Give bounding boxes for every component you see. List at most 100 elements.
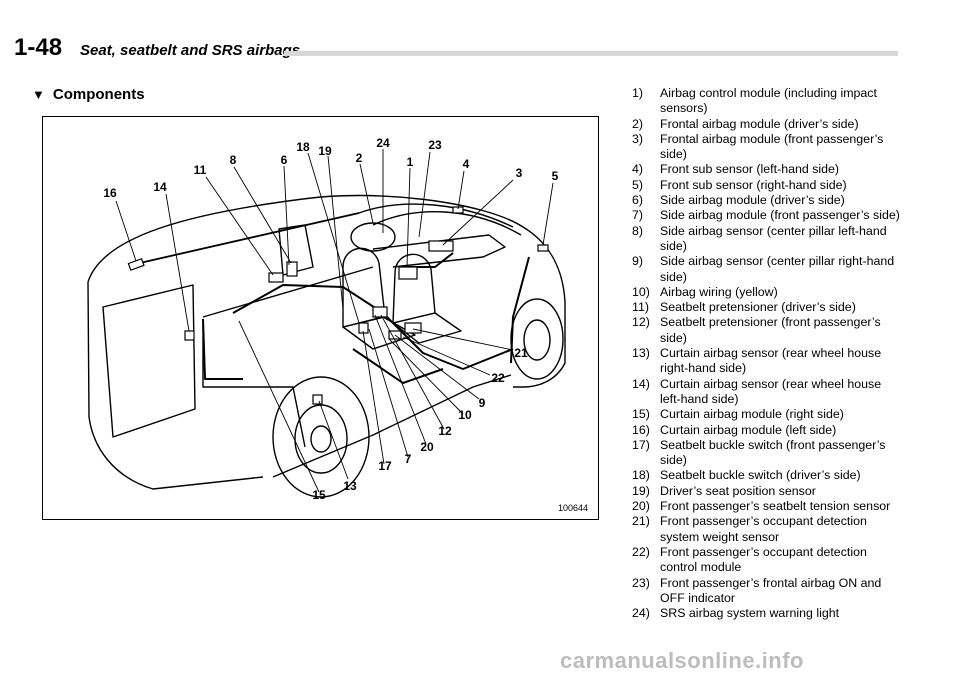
legend-number: 1): [632, 86, 644, 100]
section-title: Seat, seatbelt and SRS airbags: [80, 42, 301, 59]
legend-text: Driver’s seat position sensor: [660, 483, 816, 498]
callout-8: 8: [229, 153, 237, 167]
legend-number: 24): [632, 606, 650, 621]
legend-number: 10): [632, 284, 650, 299]
legend-number: 21): [632, 514, 650, 529]
legend-text: Front passenger’s frontal airbag ON and …: [660, 575, 882, 605]
legend-item: 21) Front passenger’s occupant detection …: [632, 514, 902, 545]
legend-number: 5): [632, 177, 644, 192]
page-header: 1-48 Seat, seatbelt and SRS airbags: [14, 34, 898, 70]
legend-text: Side airbag module (front passenger’s si…: [660, 208, 900, 223]
legend-text: SRS airbag system warning light: [660, 606, 840, 621]
callout-14: 14: [153, 180, 167, 194]
legend-item: 17)Seatbelt buckle switch (front passeng…: [632, 438, 902, 469]
callout-16: 16: [103, 186, 117, 200]
legend-item: 14) Curtain airbag sensor (rear wheel hou…: [632, 377, 902, 408]
legend-item: 11)Seatbelt pretensioner (driver’s side): [632, 300, 902, 315]
vehicle-illustration: [87, 149, 566, 498]
legend-text: Curtain airbag module (left side): [660, 422, 837, 437]
legend-text: Front sub sensor (left-hand side): [660, 162, 840, 177]
legend-item: 4) Front sub sensor (left-hand side): [632, 162, 902, 177]
legend-number: 20): [632, 499, 650, 514]
legend-item: 6) Side airbag module (driver’s side): [632, 193, 902, 208]
triangle-icon: ▼: [32, 87, 45, 102]
legend-text: Front passenger’s seatbelt tension senso…: [660, 499, 891, 514]
header-rule: [284, 51, 898, 56]
components-heading: ▼ Components: [32, 86, 145, 103]
legend-number: 7): [632, 208, 644, 223]
callout-10: 10: [458, 408, 472, 422]
legend-text: Seatbelt pretensioner (driver’s side): [660, 300, 856, 315]
callout-15: 15: [312, 488, 326, 502]
legend-number: 12): [632, 315, 650, 330]
callout-24: 24: [376, 136, 390, 150]
legend-text: Curtain airbag module (right side): [660, 407, 844, 422]
legend-item: 9) Side airbag sensor (center pillar righ…: [632, 254, 902, 285]
legend-number: 13): [632, 346, 650, 361]
legend-item: 5) Front sub sensor (right-hand side): [632, 178, 902, 193]
legend-text: Side airbag sensor (center pillar right-…: [660, 254, 895, 284]
legend-number: 8): [632, 223, 644, 238]
callout-6: 6: [280, 153, 288, 167]
callout-21: 21: [514, 346, 528, 360]
legend-item: 8) Side airbag sensor (center pillar left…: [632, 224, 902, 255]
legend-number: 18): [632, 468, 650, 483]
heading-text: Components: [52, 86, 145, 103]
legend-number: 19): [632, 483, 650, 498]
legend-text: Curtain airbag sensor (rear wheel house …: [660, 376, 882, 406]
legend-item: 7) Side airbag module (front passenger’s …: [632, 208, 902, 223]
legend-item: 1)Airbag control module (including impac…: [632, 86, 902, 117]
legend-text: Side airbag module (driver’s side): [660, 193, 845, 208]
legend-item: 22) Front passenger’s occupant detection …: [632, 545, 902, 576]
callout-1: 1: [406, 155, 414, 169]
legend-text: Seatbelt pretensioner (front passenger’s…: [660, 315, 881, 345]
callout-23: 23: [428, 138, 442, 152]
callout-7: 7: [404, 452, 412, 466]
callout-11: 11: [193, 163, 207, 177]
footer-watermark: carmanualsonline.info: [560, 648, 804, 673]
callout-4: 4: [462, 157, 470, 171]
legend-item: 15) Curtain airbag module (right side): [632, 407, 902, 422]
legend-item: 23) Front passenger’s frontal airbag ON a…: [632, 576, 902, 607]
legend-number: 22): [632, 544, 650, 559]
legend-number: 2): [632, 116, 644, 131]
legend-number: 15): [632, 407, 650, 422]
legend-text: Front sub sensor (right-hand side): [660, 177, 847, 192]
legend-number: 4): [632, 162, 644, 177]
legend-text: Side airbag sensor (center pillar left-h…: [660, 223, 887, 253]
legend-text: Front passenger’s occupant detection con…: [660, 544, 867, 575]
legend-item: 3)Frontal airbag module (front passenger…: [632, 132, 902, 163]
callout-18: 18: [296, 140, 310, 154]
legend-text: Frontal airbag module (front passenger’s…: [660, 131, 884, 162]
figure-id: 100644: [557, 503, 588, 513]
callout-12: 12: [438, 424, 452, 438]
legend-number: 23): [632, 575, 650, 590]
legend-item: 2) Frontal airbag module (driver’s side): [632, 117, 902, 132]
legend-number: 14): [632, 376, 650, 391]
callout-9: 9: [478, 396, 486, 410]
legend-text: Seatbelt buckle switch (front passenger’…: [660, 437, 886, 468]
legend-text: Frontal airbag module (driver’s side): [660, 116, 859, 131]
legend-text: Front passenger’s occupant detection sys…: [660, 514, 867, 544]
legend-item: 18) Seatbelt buckle switch (driver’s side…: [632, 468, 902, 483]
callout-19: 19: [318, 144, 332, 158]
callout-5: 5: [551, 169, 559, 183]
legend-number: 9): [632, 254, 644, 269]
callout-2: 2: [355, 151, 363, 165]
callout-17: 17: [378, 459, 392, 473]
page-number: 1-48: [14, 34, 63, 61]
legend-item: 12) Seatbelt pretensioner (front passenge…: [632, 315, 902, 346]
legend-text: Airbag wiring (yellow): [660, 284, 778, 299]
legend-item: 19) Driver’s seat position sensor: [632, 484, 902, 499]
legend-text: Seatbelt buckle switch (driver’s side): [660, 468, 861, 483]
legend-item: 16)Curtain airbag module (left side): [632, 423, 902, 438]
components-legend: 1)Airbag control module (including impac…: [632, 86, 902, 621]
callout-22: 22: [491, 371, 505, 385]
callout-13: 13: [343, 479, 357, 493]
callout-20: 20: [420, 440, 434, 454]
legend-text: Curtain airbag sensor (rear wheel house …: [660, 346, 882, 376]
legend-number: 6): [632, 193, 644, 208]
callout-3: 3: [515, 166, 523, 180]
legend-item: 20) Front passenger’s seatbelt tension se…: [632, 499, 902, 514]
legend-item: 24) SRS airbag system warning light: [632, 606, 902, 621]
